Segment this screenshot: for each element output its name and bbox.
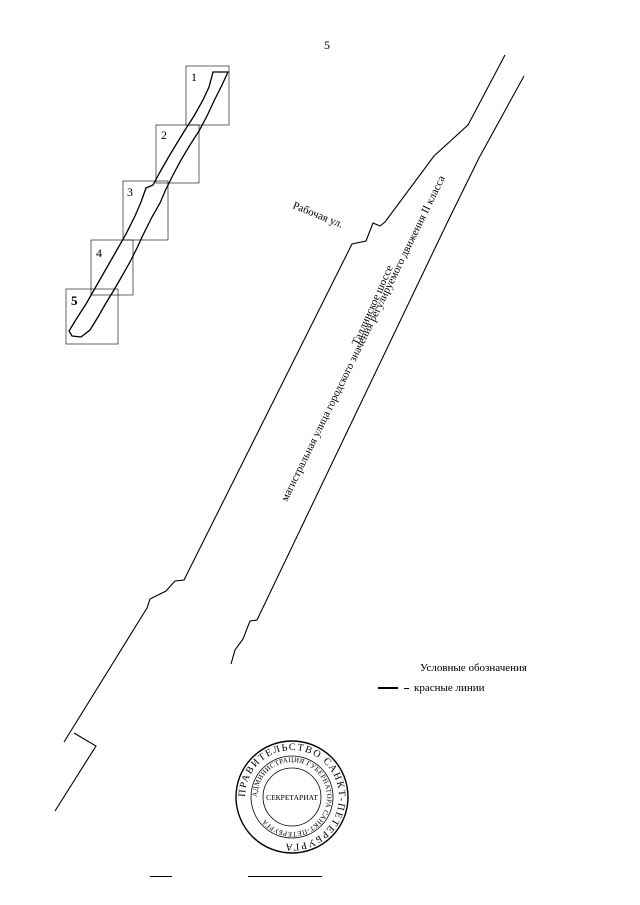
legend-dash-symbol <box>404 687 409 689</box>
red-lines <box>54 54 525 812</box>
inset-frame-1 <box>185 65 230 126</box>
label-rabochaya-street: Рабочая ул. <box>291 200 345 231</box>
page-number: 5 <box>324 38 330 52</box>
inset-label-1: 1 <box>191 70 197 84</box>
inset-label-2: 2 <box>161 128 167 142</box>
legend-red-lines-label: красные линии <box>414 682 485 694</box>
plot-outline <box>68 71 230 338</box>
inset-frame-2 <box>155 124 200 184</box>
legend-row-red-lines: красные линии <box>378 681 485 695</box>
inset-label-4: 4 <box>96 246 102 260</box>
inset-overview: 1 2 3 4 5 <box>65 65 230 345</box>
signature-line-short <box>150 876 172 877</box>
red-line-east <box>230 75 525 665</box>
legend-title: Условные обозначения <box>420 662 527 674</box>
inset-frame-5 <box>65 288 119 345</box>
official-stamp-seal: ПРАВИТЕЛЬСТВО САНКТ-ПЕТЕРБУРГА АДМИНИСТР… <box>235 740 349 854</box>
signature-line-long <box>248 876 322 877</box>
inset-label-3: 3 <box>127 185 133 199</box>
red-line-west-lower <box>54 732 97 812</box>
inset-frame-4 <box>90 239 134 296</box>
inset-label-5: 5 <box>71 293 78 308</box>
inset-frame-3 <box>122 180 169 241</box>
stamp-center-text: СЕКРЕТАРИАТ <box>266 793 318 802</box>
red-line-west <box>63 54 506 743</box>
red-line-symbol <box>378 687 398 689</box>
